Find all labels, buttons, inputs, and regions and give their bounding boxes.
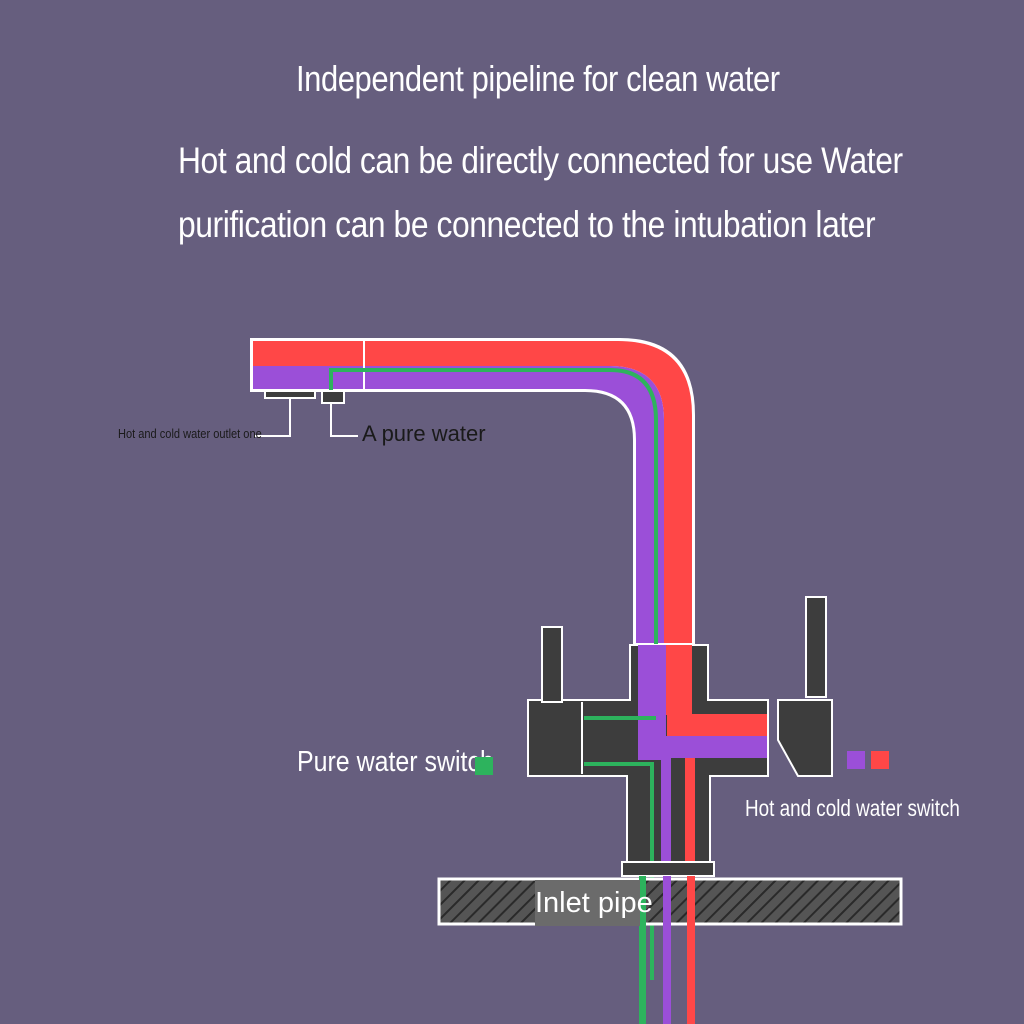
body-cold-vertical xyxy=(638,645,666,760)
outlet-pure xyxy=(321,390,345,404)
body-cold-channel xyxy=(640,736,767,758)
base-nut xyxy=(621,861,715,877)
inlet-pure-pipe xyxy=(639,876,646,1024)
pure-handle-stem xyxy=(541,626,563,703)
hot-cold-handle-stem xyxy=(805,596,827,698)
label-inlet-pipe: Inlet pipe xyxy=(535,880,653,926)
legend-hot-square xyxy=(871,751,889,769)
header-line-2: Hot and cold can be directly connected f… xyxy=(178,140,903,181)
legend-cold-square xyxy=(847,751,865,769)
outlet-hot-cold xyxy=(264,390,316,399)
hot-cold-handle-body xyxy=(777,699,833,777)
header-line-3: purification can be connected to the int… xyxy=(178,204,876,245)
label-outlet-one: Hot and cold water outlet one xyxy=(118,426,262,441)
header-line-1: Independent pipeline for clean water xyxy=(296,58,780,99)
inlet-hot-pipe xyxy=(687,876,695,1024)
spout-hot-band xyxy=(253,341,692,643)
label-pure-water-switch: Pure water switch xyxy=(297,746,494,778)
inlet-cold-pipe xyxy=(663,876,671,1024)
label-hot-cold-switch: Hot and cold water switch xyxy=(745,795,960,821)
legend-pure-square xyxy=(475,757,493,775)
body-hot-channel xyxy=(667,714,767,736)
spout-pure-line xyxy=(329,368,658,720)
label-pure-water: A pure water xyxy=(362,421,486,446)
leader-pure-water xyxy=(330,403,358,437)
leader-outlet-one xyxy=(255,398,291,437)
body-hot-vertical xyxy=(666,645,692,715)
spout-cold-band xyxy=(253,366,664,643)
